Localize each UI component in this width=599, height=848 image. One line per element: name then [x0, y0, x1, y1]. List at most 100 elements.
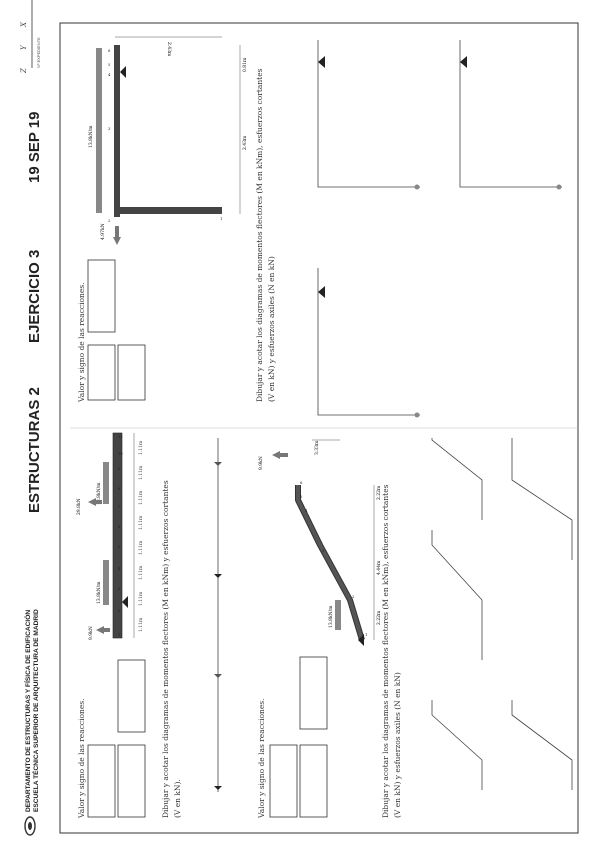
p1-span-5: 1.11m [138, 515, 144, 530]
p2-reactions-prompt: Valor y signo de las reacciones. [257, 698, 266, 819]
problem-1: Valor y signo de las reacciones. Dibujar… [76, 432, 222, 819]
exercise-title: EJERCICIO 3 [26, 250, 43, 343]
p1-span-1: 1.11m [138, 617, 144, 632]
p2-diagram-outline-4 [511, 700, 573, 790]
p3-diagram-axes-1 [317, 268, 420, 416]
p3-top-dim: 2.43m [166, 42, 172, 57]
p3-support-icon [120, 66, 126, 78]
p2-span-1: 2.22m [376, 610, 382, 625]
p1-node-11: 11 [118, 434, 123, 439]
course-title: ESTRUCTURAS 2 [26, 387, 43, 513]
p1-reactions-prompt: Valor y signo de las reacciones. [77, 698, 86, 819]
p3-node-2: 2 [108, 218, 111, 223]
p2-node-6: 6 [300, 480, 303, 485]
p3-diagram-prompt-1: Dibujar y acotar los diagramas de moment… [255, 68, 264, 402]
p3-span-2: 0.81m [242, 57, 248, 72]
p1-span-7: 1.11m [138, 465, 144, 480]
name-field-x: X [20, 21, 28, 28]
p1-support-icon [122, 596, 128, 608]
p3-diagram-axes-3 [459, 40, 562, 188]
p3-node-6: 6 [108, 48, 111, 53]
p3-node-4: 4 [108, 72, 111, 77]
p1-distributed-load-1 [103, 462, 109, 504]
p1-span-4: 1.11m [138, 540, 144, 555]
p3-node-5: 5 [108, 62, 111, 67]
p1-point-load-label-2: 29.8kN [76, 498, 82, 515]
p1-node-4: 4 [118, 566, 121, 571]
p1-point-load-arrow-2 [88, 498, 102, 506]
p1-node-2: 2 [118, 608, 121, 613]
p1-answer-box-1[interactable] [87, 744, 116, 818]
p3-span-1: 2.43m [242, 135, 248, 150]
p1-node-1: 1 [118, 632, 120, 637]
problem-2: Valor y signo de las reacciones. 13.8kN/… [257, 438, 573, 819]
exam-date: 19 SEP 19 [26, 112, 43, 183]
problem-3: Valor y signo de las reacciones. 13.8kN/… [77, 36, 562, 418]
p1-distributed-load-2 [103, 560, 109, 605]
p2-node-2: 2 [352, 594, 355, 599]
p3-column [114, 45, 120, 217]
p1-diagram-prompt-2: (V en kN). [173, 779, 182, 818]
p3-diagram-prompt-2: (V en kN) y esfuerzos axiles (N en kN) [267, 256, 276, 402]
p1-span-2: 1.11m [138, 591, 144, 606]
p2-node-1: 1 [365, 632, 367, 637]
expediente-label: Nº EXPEDIENTE [36, 37, 41, 68]
p3-distributed-load [96, 48, 102, 213]
p3-point-load-label: 4.97kN [100, 223, 106, 240]
p3-node-3: 3 [108, 126, 111, 131]
p3-beam [114, 207, 222, 214]
p3-dl-label: 13.8kN/m [88, 125, 94, 148]
p1-span-8: 1.11m [138, 440, 144, 455]
p2-distributed-load [335, 600, 341, 630]
p2-diagram-outline-5 [511, 438, 573, 560]
p1-point-load-label-1: 9.9kN [88, 626, 94, 640]
p1-span-6: 1.11m [138, 490, 144, 505]
p2-node-4: 4 [305, 508, 308, 513]
p2-point-load-label: 9.9kN [258, 456, 264, 470]
p2-span-2: 4.44m [376, 560, 382, 575]
p3-answer-box-1[interactable] [87, 344, 116, 401]
p1-span-3: 1.11m [138, 565, 144, 580]
p2-height-dim: 3.33m [314, 440, 320, 455]
p3-diagram-axes-2 [317, 40, 420, 188]
name-field-y: Y [20, 44, 28, 50]
p3-reactions-prompt: Valor y signo de las reacciones. [77, 282, 86, 403]
p2-answer-box-3[interactable] [299, 656, 328, 730]
p1-answer-box-2[interactable] [117, 744, 146, 818]
p1-node-5: 5 [118, 544, 121, 549]
department-title: DEPARTAMENTO DE ESTRUCTURAS Y FÍSICA DE … [23, 610, 32, 812]
p2-answer-box-2[interactable] [299, 744, 328, 818]
p1-node-9: 9 [118, 466, 121, 471]
p1-point-load-arrow-1 [96, 626, 110, 634]
p3-node-1: 1 [220, 216, 222, 221]
p1-beam [112, 432, 123, 639]
p1-diagram-prompt-1: Dibujar y acotar los diagramas de moment… [161, 480, 170, 818]
p2-diagram-outline-2 [431, 530, 483, 660]
p3-point-load-arrow [113, 226, 121, 245]
p2-node-5: 5 [300, 494, 303, 499]
p2-diagram-outline-3 [431, 438, 483, 520]
p2-diagram-prompt-2: (V en kN) y esfuerzos axiles (N en kN) [393, 672, 402, 818]
p3-answer-box-2[interactable] [117, 344, 146, 401]
p1-node-6: 6 [118, 524, 121, 529]
p1-answer-box-3[interactable] [117, 659, 146, 733]
p1-dl-label-1: 13.8kN/m [96, 482, 102, 505]
p3-answer-box-3[interactable] [87, 259, 116, 333]
p2-diagram-prompt-1: Dibujar y acotar los diagramas de moment… [381, 484, 390, 818]
p2-span-3: 2.22m [376, 485, 382, 500]
p2-node-3: 3 [322, 548, 325, 553]
p2-point-load-arrow [272, 451, 288, 459]
p1-node-7: 7 [118, 504, 121, 509]
name-field-z: Z [20, 68, 28, 74]
p2-support-icon [358, 634, 364, 646]
p1-node-10: 10 [118, 451, 123, 456]
p1-node-8: 8 [118, 486, 121, 491]
school-title: ESCUELA TÉCNICA SUPERIOR DE ARQUITECTURA… [31, 609, 40, 812]
p2-answer-box-1[interactable] [269, 744, 298, 818]
p1-dl-label-2: 13.8kN/m [96, 581, 102, 604]
p2-dl-label: 13.8kN/m [328, 605, 334, 628]
p2-diagram-outline-1 [431, 700, 483, 790]
p1-node-3: 3 [118, 586, 121, 591]
